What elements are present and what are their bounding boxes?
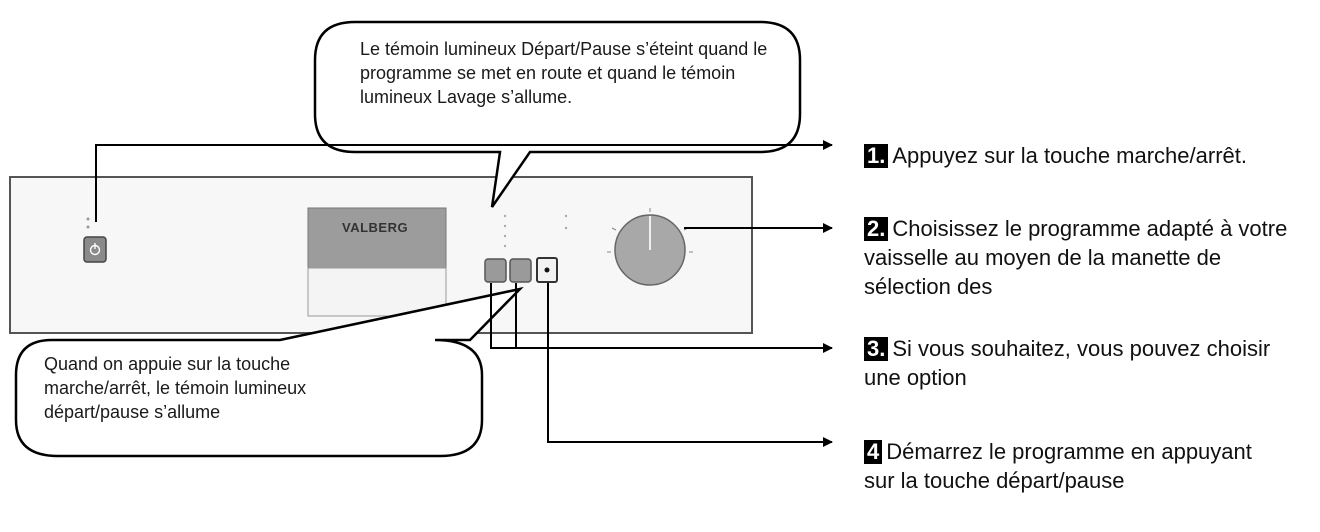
top-bubble-text: Le témoin lumineux Départ/Pause s’éteint… bbox=[360, 39, 768, 107]
arrow-step-4 bbox=[547, 283, 833, 447]
dial-ticks bbox=[607, 208, 693, 253]
step-number: 2. bbox=[864, 217, 889, 241]
speech-bubble-bottom bbox=[14, 286, 524, 458]
power-icon bbox=[89, 243, 101, 256]
power-button[interactable] bbox=[83, 236, 107, 263]
indicator-lights bbox=[503, 214, 568, 248]
display-window bbox=[307, 207, 447, 269]
step-number: 4 bbox=[864, 440, 883, 464]
step-text: Démarrez le programme en appuyant sur la… bbox=[864, 439, 1252, 493]
step-1: 1.Appuyez sur la touche marche/arrêt. bbox=[864, 141, 1314, 170]
step-number: 3. bbox=[864, 337, 889, 361]
step-3: 3.Si vous souhaitez, vous pouvez choisir… bbox=[864, 334, 1284, 392]
indicator-dot bbox=[86, 225, 90, 229]
step-text: Si vous souhaitez, vous pouvez choisir u… bbox=[864, 336, 1271, 390]
step-text: Choisissez le programme adapté à votre v… bbox=[864, 216, 1288, 299]
bottom-bubble-text: Quand on appuie sur la touche marche/arr… bbox=[44, 354, 307, 422]
start-pause-dot-icon bbox=[544, 267, 550, 273]
display-lower-frame bbox=[307, 267, 447, 317]
step-number: 1. bbox=[864, 144, 889, 168]
option-button-2[interactable] bbox=[509, 258, 532, 283]
option-button-1[interactable] bbox=[484, 258, 507, 283]
brand-logo: VALBERG bbox=[342, 220, 409, 235]
arrow-step-3 bbox=[490, 283, 833, 353]
step-text: Appuyez sur la touche marche/arrêt. bbox=[892, 143, 1247, 168]
speech-bubble-top bbox=[313, 20, 802, 208]
indicator-dot bbox=[86, 217, 90, 221]
step-2: 2.Choisissez le programme adapté à votre… bbox=[864, 214, 1304, 301]
arrow-step-1 bbox=[95, 140, 833, 222]
